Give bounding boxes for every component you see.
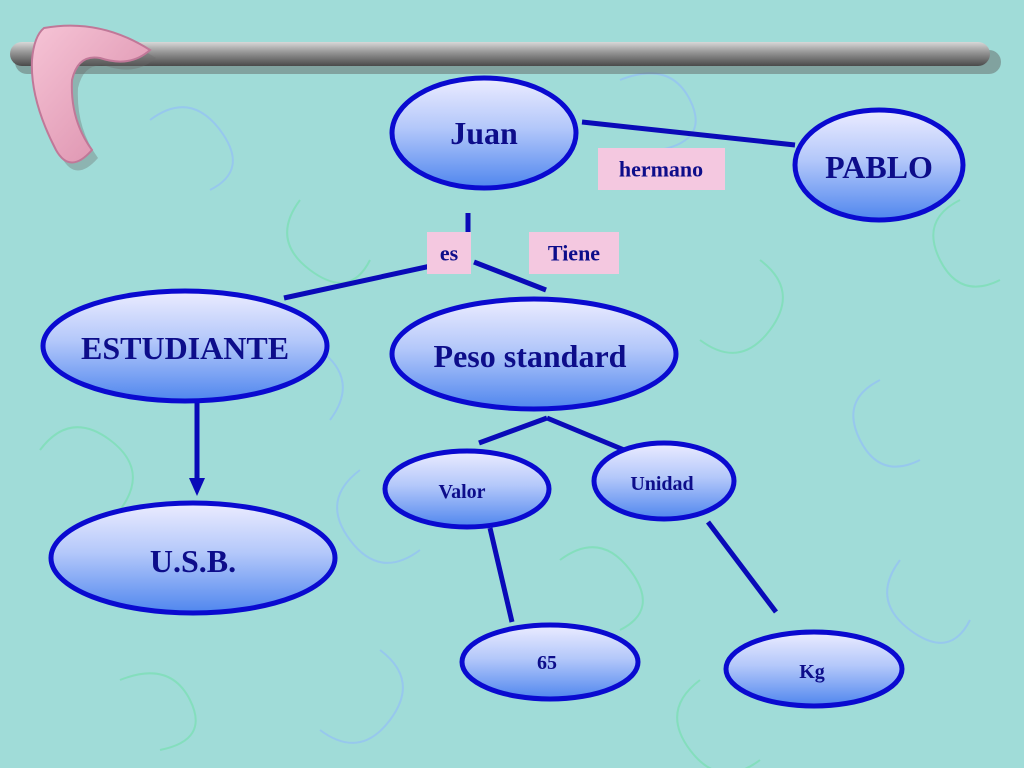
edge-es-estudiante [283,261,441,301]
node-juan: Juan [389,75,579,191]
node-estudiante: ESTUDIANTE [40,288,330,404]
svg-text:Valor: Valor [438,481,485,503]
edge-juan-pablo [581,119,796,148]
relation-tiene: Tiene [529,232,619,274]
node-pablo: PABLO [792,107,966,223]
svg-text:es: es [440,241,459,266]
relation-es: es [427,232,471,274]
node-unidad: Unidad [591,440,737,522]
arrowhead-down-icon [189,478,205,496]
edge-valor-65 [487,527,515,623]
node-usb: U.S.B. [48,500,338,616]
node-65: 65 [459,622,641,702]
metal-bar [10,42,1001,74]
svg-text:Juan: Juan [450,115,518,151]
node-kg: Kg [723,629,905,709]
edge-peso-valor [478,415,548,446]
svg-text:ESTUDIANTE: ESTUDIANTE [81,330,289,366]
node-valor: Valor [382,448,552,530]
svg-text:hermano: hermano [619,157,703,182]
boomerang-icon [30,24,156,171]
svg-text:U.S.B.: U.S.B. [150,543,236,579]
edge-peso-unidad [546,415,630,455]
node-peso-standard: Peso standard [389,296,679,412]
svg-text:Kg: Kg [799,661,825,683]
svg-text:Unidad: Unidad [630,473,693,495]
svg-text:PABLO: PABLO [825,149,933,185]
relation-hermano: hermano [598,148,725,190]
edge-tiene-peso [473,259,547,293]
edge-unidad-kg [706,520,778,614]
svg-text:Peso standard: Peso standard [434,338,627,374]
svg-text:Tiene: Tiene [548,241,600,266]
svg-text:65: 65 [537,652,557,674]
edges [194,119,796,623]
